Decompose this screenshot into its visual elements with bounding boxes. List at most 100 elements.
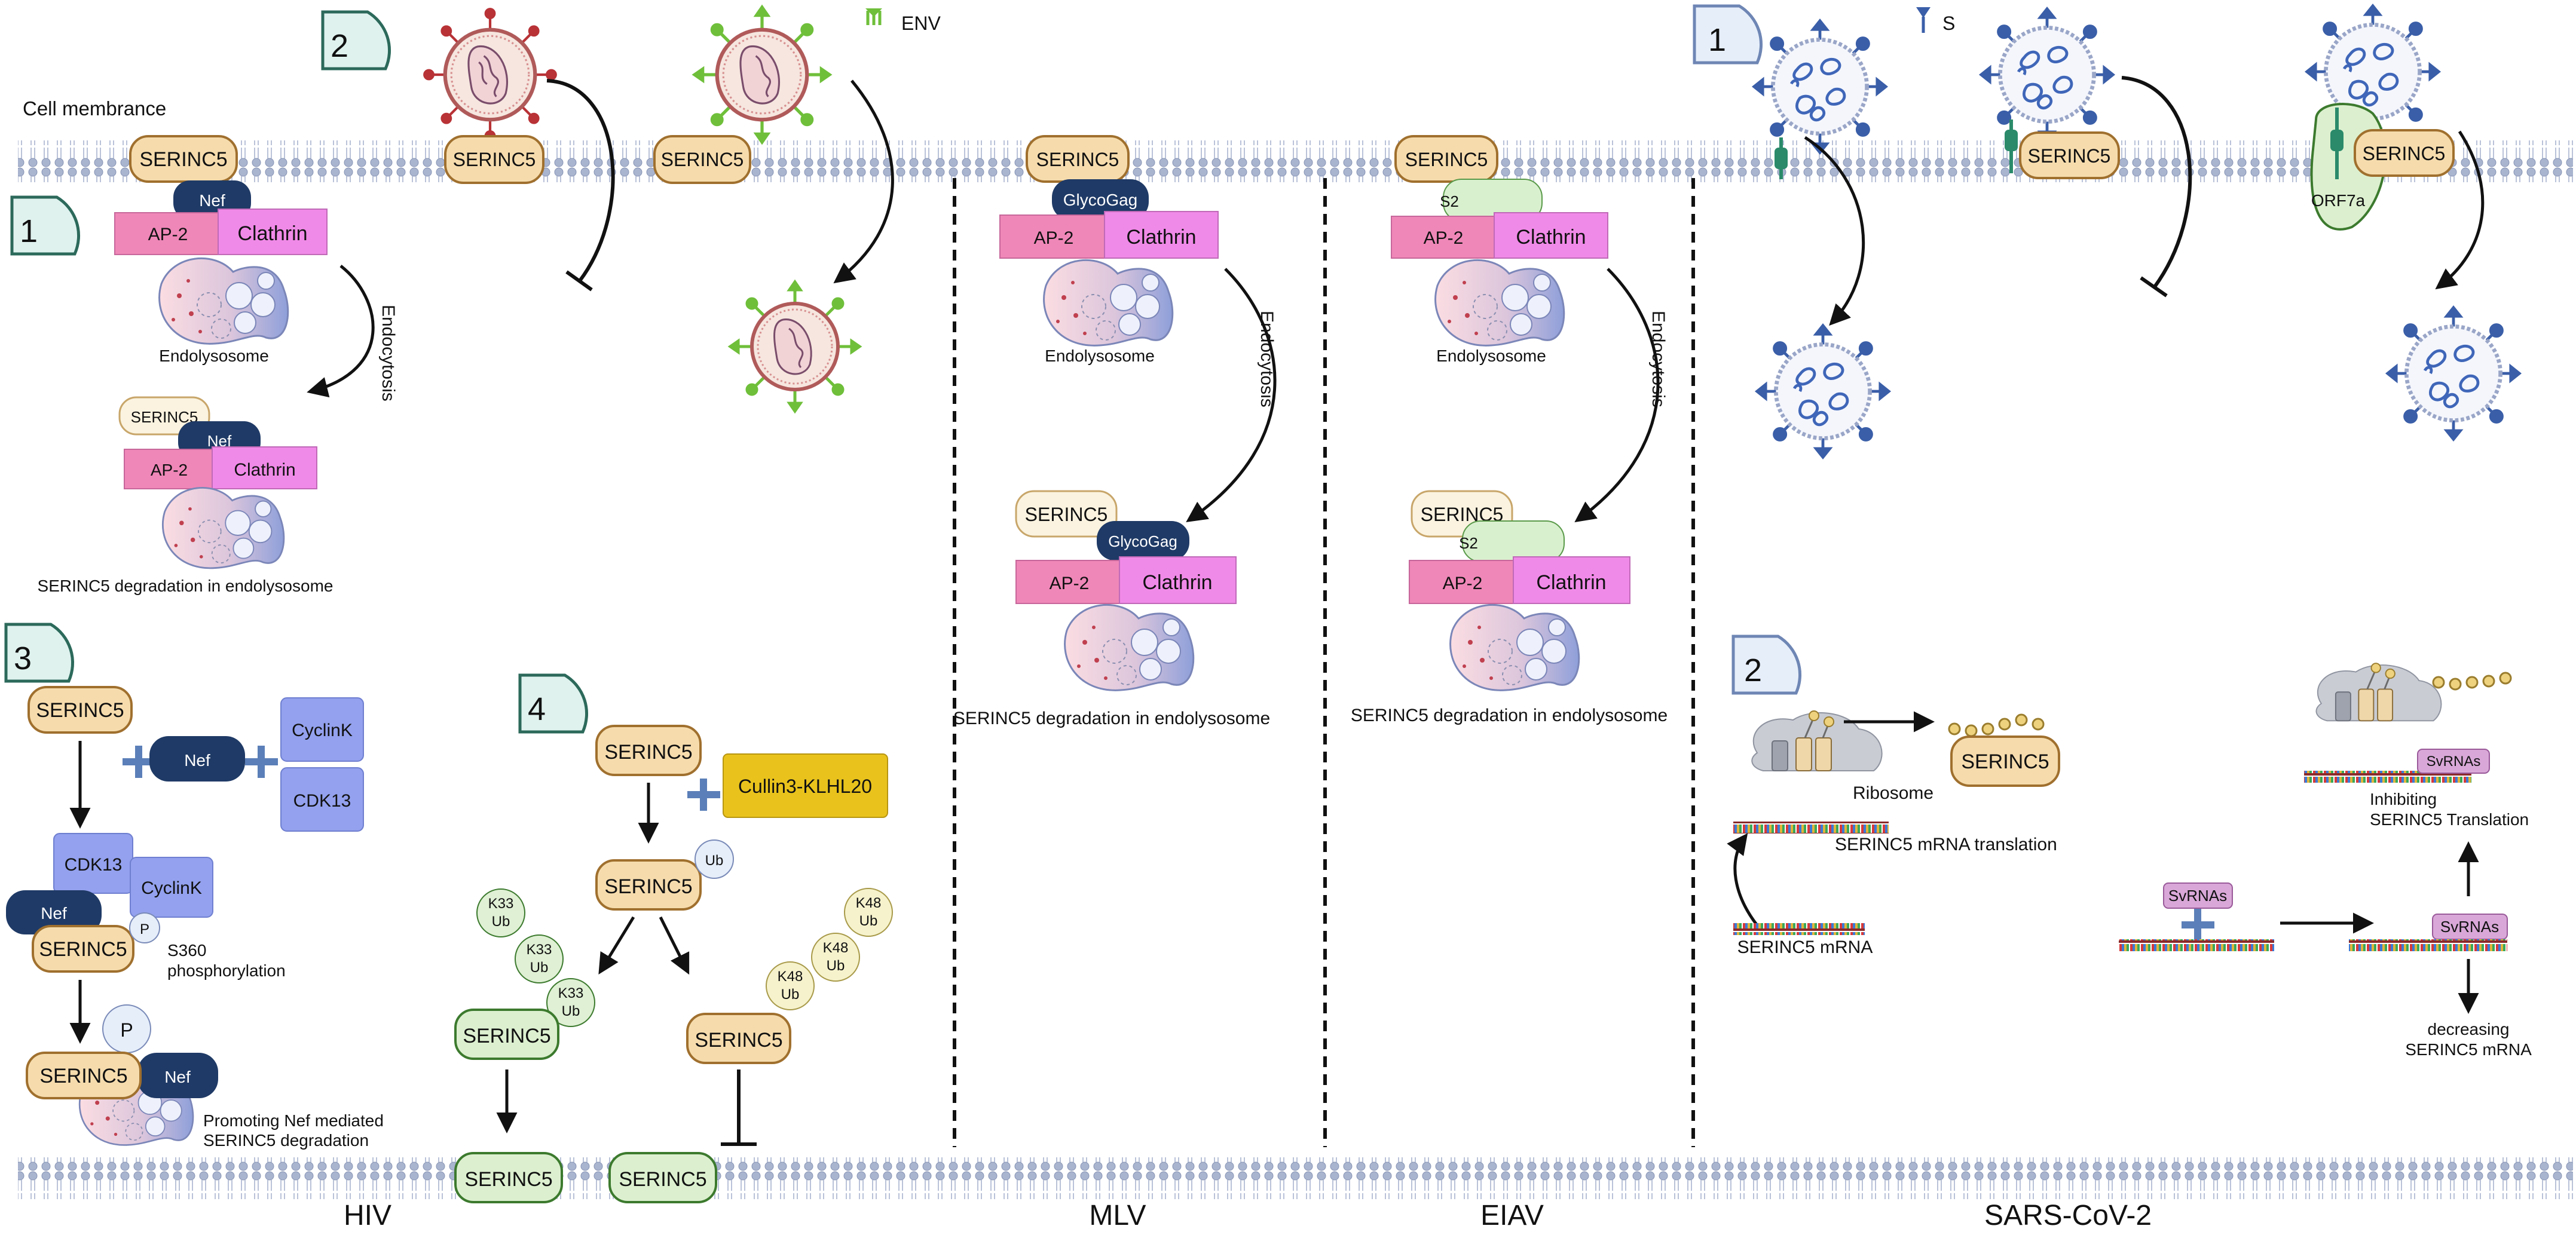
svg-text:SERINC5: SERINC5 — [1405, 149, 1488, 170]
svg-text:Clathrin: Clathrin — [1142, 571, 1212, 594]
s-legend: S — [1916, 7, 1955, 34]
badge-hiv-2: 2 — [321, 10, 391, 71]
svg-text:Endolysosome: Endolysosome — [159, 347, 269, 365]
svg-text:Nef: Nef — [184, 751, 210, 770]
svg-text:SERINC5: SERINC5 — [463, 1025, 550, 1047]
svg-text:Endolysosome: Endolysosome — [1045, 347, 1155, 365]
svg-text:GlycoGag: GlycoGag — [1108, 532, 1177, 550]
svg-text:AP-2: AP-2 — [151, 461, 188, 479]
svg-text:Clathrin: Clathrin — [1126, 226, 1196, 249]
k33-chain: K33 Ub K33 Ub K33 Ub — [476, 888, 595, 1027]
svg-text:SERINC5: SERINC5 — [661, 149, 744, 170]
section-hiv: HIV — [344, 1200, 391, 1231]
svg-text:CDK13: CDK13 — [65, 855, 123, 875]
svg-text:S: S — [1942, 13, 1955, 34]
svg-text:Inhibiting: Inhibiting — [2370, 790, 2437, 808]
svg-text:Endocytosis: Endocytosis — [1648, 311, 1668, 407]
svg-text:S360: S360 — [167, 941, 206, 960]
badge-hiv-3: 3 — [4, 623, 74, 683]
svg-text:SERINC5 degradation in endolys: SERINC5 degradation in endolysosome — [38, 577, 334, 595]
svg-text:Ub: Ub — [827, 958, 845, 974]
svg-text:AP-2: AP-2 — [1443, 574, 1483, 593]
badge-hiv-4: 4 — [518, 673, 588, 734]
svg-text:SERINC5 mRNA translation: SERINC5 mRNA translation — [1835, 835, 2057, 854]
env-legend: ENV — [865, 8, 941, 34]
svg-text:1: 1 — [20, 213, 38, 249]
svg-text:2: 2 — [1744, 652, 1762, 688]
svg-text:ORF7a: ORF7a — [2311, 191, 2366, 210]
svg-text:S2: S2 — [1440, 192, 1459, 210]
svg-text:SERINC5: SERINC5 — [2363, 143, 2446, 164]
svg-text:AP-2: AP-2 — [1424, 228, 1464, 248]
svg-text:SERINC5: SERINC5 — [1036, 149, 1119, 170]
svg-text:SERINC5: SERINC5 — [619, 1168, 706, 1191]
section-mlv: MLV — [1089, 1200, 1146, 1231]
k48-chain: K48 Ub K48 Ub K48 Ub — [766, 888, 893, 1010]
svg-text:1: 1 — [1708, 22, 1726, 58]
hiv-panel-3: SERINC5 Nef CyclinK CDK13 CDK13 CyclinK … — [6, 686, 384, 1150]
svg-text:K33: K33 — [558, 985, 584, 1001]
svg-text:Ub: Ub — [492, 914, 510, 930]
svg-text:Clathrin: Clathrin — [1516, 226, 1586, 249]
svg-text:ENV: ENV — [901, 13, 941, 34]
svg-text:Endolysosome: Endolysosome — [1436, 347, 1546, 365]
svg-text:SvRNAs: SvRNAs — [2168, 887, 2227, 905]
svg-text:SERINC5 degradation in endolys: SERINC5 degradation in endolysosome — [1351, 706, 1668, 725]
svg-text:Ub: Ub — [781, 986, 800, 1003]
svg-text:Ub: Ub — [530, 960, 549, 976]
svg-text:SERINC5: SERINC5 — [139, 148, 227, 171]
svg-text:P: P — [120, 1019, 133, 1041]
svg-text:Endocytosis: Endocytosis — [378, 305, 398, 402]
hiv-panel-4: SERINC5 Cullin3-KLHL20 SERINC5 Ub K33 Ub… — [454, 725, 893, 1203]
svg-text:decreasing: decreasing — [2428, 1020, 2510, 1038]
svg-text:P: P — [140, 921, 149, 937]
svg-text:SERINC5 Translation: SERINC5 Translation — [2370, 810, 2529, 829]
svg-text:AP-2: AP-2 — [1034, 228, 1074, 248]
svg-text:Nef: Nef — [164, 1068, 191, 1086]
svg-text:AP-2: AP-2 — [148, 225, 188, 244]
top-cell-membrane — [18, 140, 2573, 182]
svg-text:SERINC5: SERINC5 — [131, 408, 198, 426]
svg-text:SvRNAs: SvRNAs — [2440, 918, 2499, 936]
svg-text:SERINC5: SERINC5 — [695, 1029, 782, 1052]
svg-text:SERINC5 mRNA: SERINC5 mRNA — [2405, 1040, 2532, 1059]
svg-text:SERINC5: SERINC5 — [464, 1168, 552, 1191]
svg-text:Ub: Ub — [859, 913, 878, 929]
svg-text:Ribosome: Ribosome — [1853, 783, 1933, 803]
svg-text:Promoting Nef mediated: Promoting Nef mediated — [203, 1111, 384, 1130]
section-eiav: EIAV — [1480, 1200, 1544, 1231]
svg-text:SERINC5: SERINC5 — [1961, 750, 2049, 773]
svg-text:SERINC5: SERINC5 — [36, 699, 124, 722]
svg-text:Nef: Nef — [199, 191, 225, 210]
svg-text:GlycoGag: GlycoGag — [1063, 191, 1138, 209]
hiv-panel-2: SERINC5 SERINC5 — [424, 7, 894, 411]
bottom-cell-membrane — [18, 1157, 2573, 1199]
svg-text:3: 3 — [14, 641, 32, 676]
badge-sars-2: 2 — [1731, 635, 1801, 695]
svg-text:K48: K48 — [823, 940, 849, 956]
hiv-panel-1: SERINC5 Nef AP-2 Clathrin Endolysosome E… — [38, 135, 398, 595]
svg-text:SERINC5: SERINC5 — [2028, 145, 2111, 167]
svg-text:Ub: Ub — [562, 1003, 580, 1019]
svg-text:K48: K48 — [856, 895, 882, 911]
badge-hiv-1: 1 — [10, 195, 80, 256]
eiav-panel: SERINC5 S2 AP-2 Clathrin Endolysosome En… — [1351, 135, 1668, 725]
badge-sars-1: 1 — [1693, 4, 1763, 65]
svg-text:SERINC5: SERINC5 — [1025, 504, 1108, 525]
svg-text:Endocytosis: Endocytosis — [1257, 311, 1277, 407]
svg-text:Clathrin: Clathrin — [234, 460, 295, 480]
svg-text:phosphorylation: phosphorylation — [167, 961, 286, 980]
sars-panel-2: Ribosome SERINC5 mRNA translation SERINC… — [1727, 662, 2532, 1059]
svg-text:Clathrin: Clathrin — [1536, 571, 1606, 594]
svg-text:SERINC5: SERINC5 — [39, 938, 127, 961]
svg-text:SERINC5: SERINC5 — [604, 875, 692, 898]
sars-panel-1: SERINC5 SERINC5 ORF7a — [1754, 6, 2519, 457]
svg-text:SERINC5: SERINC5 — [453, 149, 536, 170]
svg-text:2: 2 — [331, 28, 348, 64]
svg-text:AP-2: AP-2 — [1050, 574, 1090, 593]
cell-membrance-label: Cell membrance — [23, 97, 166, 119]
svg-text:SERINC5 mRNA: SERINC5 mRNA — [1737, 937, 1873, 957]
svg-text:SERINC5: SERINC5 — [39, 1065, 127, 1087]
